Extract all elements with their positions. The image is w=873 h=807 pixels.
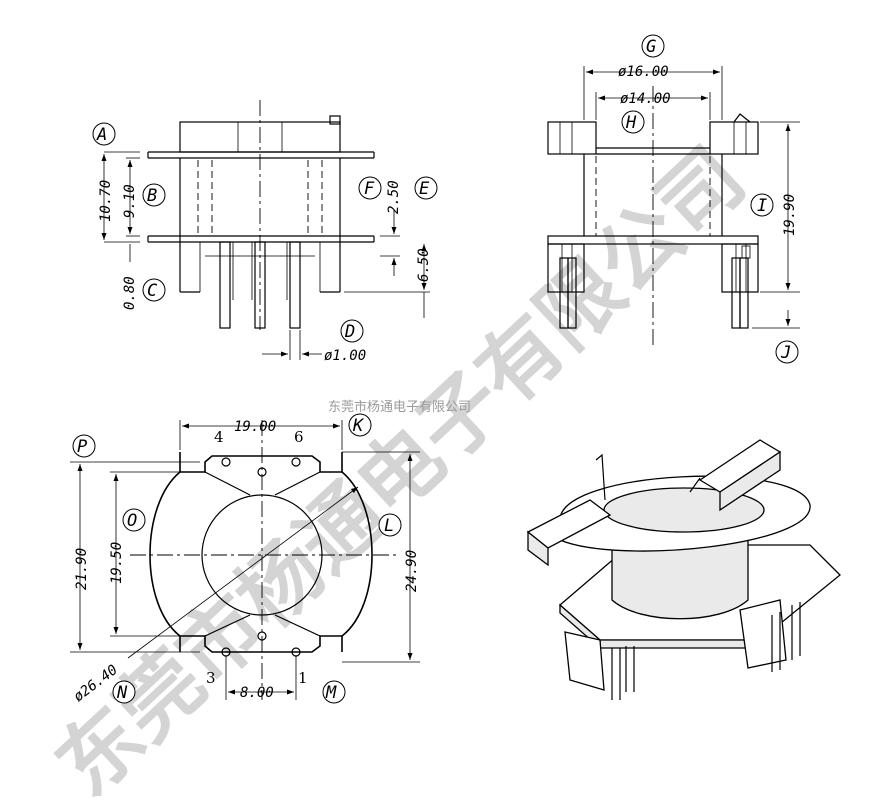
- pin-label-3: 3: [206, 669, 216, 687]
- svg-text:K: K: [352, 416, 365, 436]
- dim-side-inner: ø14.00: [620, 91, 671, 107]
- svg-text:P: P: [77, 437, 87, 457]
- dim-side-height: 19.90: [782, 194, 798, 236]
- label-p: P: [72, 434, 96, 458]
- watermark-small: 东莞市杨通电子有限公司: [328, 399, 471, 415]
- label-m: M: [322, 680, 346, 704]
- label-b: B: [142, 183, 166, 207]
- svg-text:C: C: [147, 281, 158, 301]
- svg-text:E: E: [419, 179, 430, 199]
- svg-text:I: I: [757, 196, 767, 216]
- svg-text:B: B: [147, 186, 157, 206]
- watermark-large: 东莞市杨通电子有限公司: [39, 130, 763, 807]
- svg-text:F: F: [364, 179, 375, 199]
- label-l: L: [378, 513, 402, 537]
- dim-front-inner: 9.10: [122, 184, 138, 218]
- dim-front-height: 10.70: [98, 180, 114, 222]
- svg-text:G: G: [646, 37, 656, 57]
- svg-text:O: O: [127, 511, 137, 531]
- label-k: K: [348, 413, 372, 437]
- label-a: A: [92, 122, 116, 146]
- front-view: 10.70 9.10 0.80 2.50 6.50 ø1.00 A B C D …: [92, 100, 438, 364]
- label-c: C: [142, 278, 166, 302]
- dim-top-pitch: 8.00: [240, 685, 274, 701]
- dim-top-width: 19.00: [234, 419, 276, 435]
- label-j: J: [775, 340, 799, 364]
- svg-text:J: J: [780, 343, 791, 363]
- label-i: I: [750, 193, 774, 217]
- isometric-view: [526, 439, 841, 700]
- dim-front-pindia: ø1.00: [324, 348, 366, 364]
- dim-top-total: 24.90: [404, 550, 420, 592]
- label-o: O: [122, 508, 146, 532]
- dim-side-outer: ø16.00: [618, 64, 669, 80]
- label-e: E: [414, 176, 438, 200]
- pin-label-1: 1: [298, 669, 308, 687]
- label-h: H: [621, 110, 645, 134]
- dim-front-gap: 2.50: [386, 180, 402, 214]
- label-g: G: [641, 34, 665, 58]
- pin-label-4: 4: [214, 428, 224, 446]
- svg-text:D: D: [344, 322, 355, 342]
- dim-front-flange: 0.80: [122, 276, 138, 310]
- svg-text:A: A: [96, 125, 107, 145]
- svg-text:N: N: [116, 683, 128, 703]
- watermark: 东莞市杨通电子有限公司: [39, 130, 763, 807]
- svg-text:H: H: [625, 113, 637, 133]
- label-f: F: [358, 176, 382, 200]
- label-d: D: [340, 319, 364, 343]
- pin-label-6: 6: [294, 428, 304, 446]
- dim-front-pinlen: 6.50: [416, 248, 432, 282]
- dim-top-inner: 19.50: [109, 542, 125, 584]
- svg-text:M: M: [325, 683, 337, 703]
- side-view: ø16.00 ø14.00 19.90 G H I J: [547, 34, 800, 364]
- svg-text:L: L: [384, 516, 394, 536]
- label-n: N: [112, 680, 136, 704]
- dim-top-outer: 21.90: [74, 548, 90, 590]
